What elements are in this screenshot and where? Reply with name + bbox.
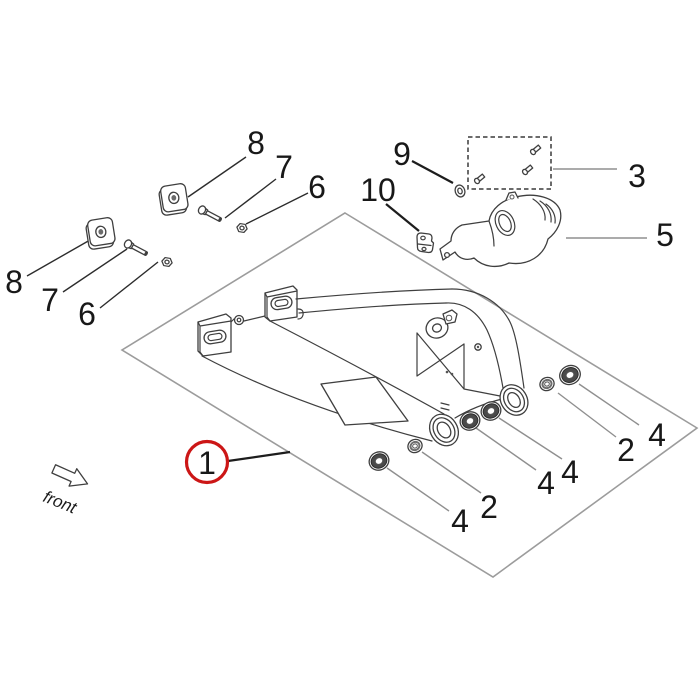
callout-2-a: 2 [480,489,498,525]
ground-plane-outline [120,212,699,578]
callout-4-b: 4 [537,465,555,501]
callout-8-left: 8 [5,264,23,300]
callout-labels: 8 7 6 8 7 6 9 10 3 5 1 4 2 4 4 2 4 [5,125,674,539]
red-highlight-circle [184,439,230,485]
chain-guide-part [439,191,562,268]
callout-7-top: 7 [275,149,293,185]
callout-5: 5 [656,217,674,253]
clip-part [416,232,435,254]
mount-bolt-left [123,239,148,256]
mount-bolt-right [197,205,222,222]
small-washer [454,184,466,198]
front-arrow-icon [51,464,89,487]
callout-1: 1 [198,445,216,481]
callout-3: 3 [628,158,646,194]
mount-pad-right [158,183,189,216]
callout-4-d: 4 [648,417,666,453]
callout-2-b: 2 [617,432,635,468]
callout-9: 9 [393,136,411,172]
callout-4-c: 4 [561,454,579,490]
pivot-bearings-and-washers [368,364,581,471]
hardware-kit-box [467,136,552,190]
mount-pad-left [85,217,116,250]
callout-4-a: 4 [451,503,469,539]
mount-nut-left [161,256,173,268]
mount-nut-right [236,222,248,234]
callout-7-left: 7 [41,282,59,318]
swingarm-drawing [197,285,529,447]
leader-lines [26,156,647,512]
front-label: front [41,487,81,518]
callout-10: 10 [360,172,396,208]
callout-6-top: 6 [308,169,326,205]
callout-8-top: 8 [247,125,265,161]
callout-6-left: 6 [78,296,96,332]
